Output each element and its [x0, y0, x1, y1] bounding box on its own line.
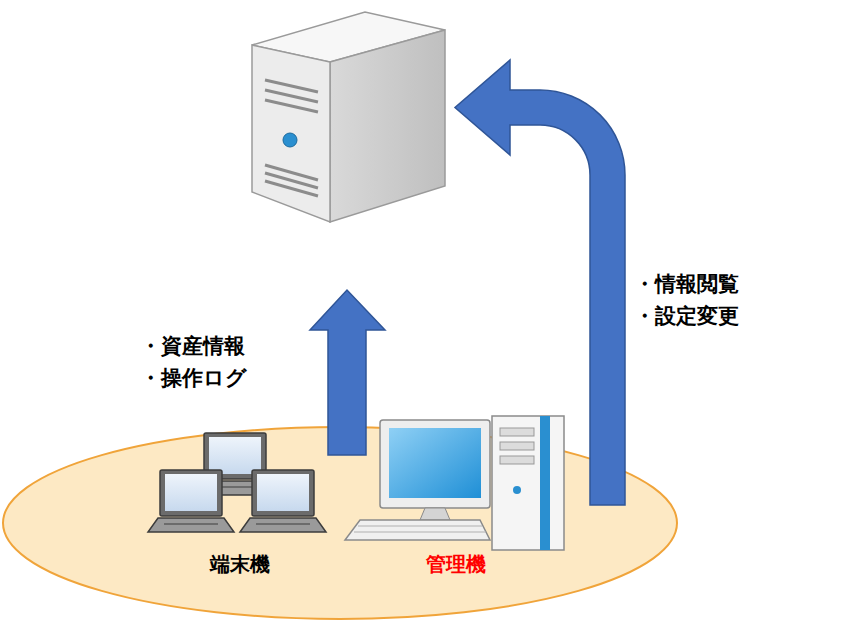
- flow-note: ・設定変更: [634, 302, 739, 330]
- ground-ellipse: [3, 427, 677, 619]
- admin-pc: 管理機: [340, 408, 572, 580]
- node-caption: 管理機: [422, 549, 490, 580]
- flow-note: ・操作ログ: [140, 364, 247, 392]
- laptop-icons: [148, 433, 326, 532]
- server-icon: [252, 12, 445, 222]
- pc-icon: [345, 416, 564, 550]
- terminal-group: 端末機: [140, 428, 340, 580]
- node-caption: 端末機: [206, 549, 274, 580]
- flow-note: ・資産情報: [140, 332, 245, 360]
- flow-note: ・情報閲覧: [634, 270, 739, 298]
- upload-arrow: [310, 290, 385, 455]
